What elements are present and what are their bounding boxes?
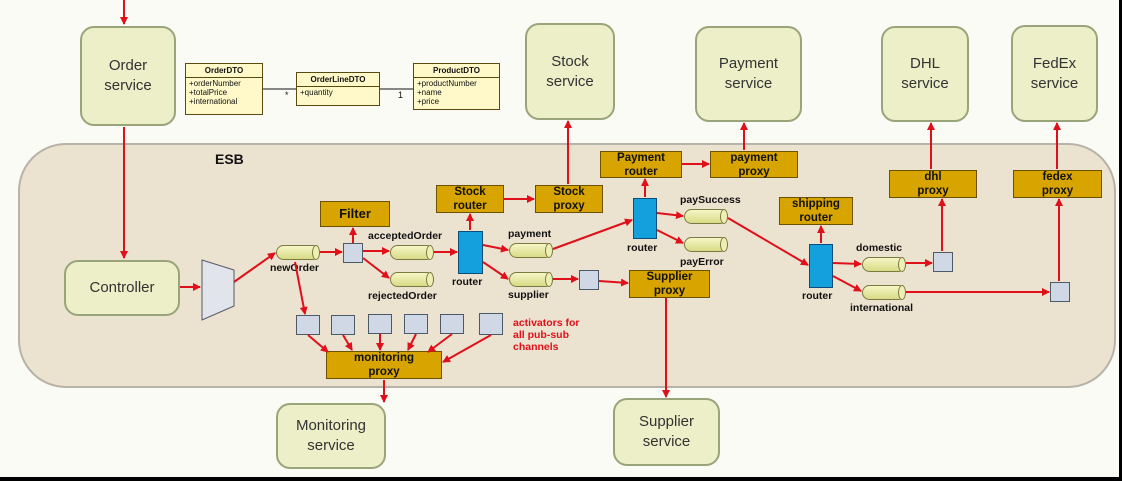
router-label: router xyxy=(627,242,658,254)
controller: Controller xyxy=(64,260,180,316)
order-service: Order service xyxy=(80,26,176,126)
international-label: international xyxy=(850,302,914,314)
supplier-proxy: Supplier proxy xyxy=(629,270,710,298)
order-dto-name: OrderDTO xyxy=(186,64,262,78)
order-dto-class: OrderDTO +orderNumber +totalPrice +inter… xyxy=(185,63,263,115)
monitor-activator xyxy=(368,314,392,334)
activators-note: activators for all pub-sub channels xyxy=(513,317,580,353)
rejectedOrder-channel xyxy=(390,272,434,287)
monitoring-service: Monitoring service xyxy=(276,403,386,469)
payment-label: payment xyxy=(508,228,552,240)
order-dto-attrs: +orderNumber +totalPrice +international xyxy=(189,79,241,106)
payError-label: payError xyxy=(680,256,724,268)
router-shipping xyxy=(809,244,833,288)
stock-service: Stock service xyxy=(525,23,615,120)
multiplicity-one: 1 xyxy=(398,90,404,100)
router-label: router xyxy=(802,290,833,302)
monitoring-proxy: monitoring proxy xyxy=(326,351,442,379)
payment-service: Payment service xyxy=(695,26,802,122)
supplier-activator xyxy=(579,270,599,290)
newOrder-channel xyxy=(276,245,320,260)
translator-shape xyxy=(201,259,235,321)
stock-proxy: Stock proxy xyxy=(535,185,603,213)
orderline-dto-class: OrderLineDTO +quantity xyxy=(296,72,380,106)
product-dto-attrs: +productNumber +name +price xyxy=(417,79,477,106)
supplier-service: Supplier service xyxy=(613,398,720,466)
payment-router: Payment router xyxy=(600,151,682,178)
shipping-router: shipping router xyxy=(779,197,853,225)
orderline-dto-name: OrderLineDTO xyxy=(297,73,379,87)
monitor-activator xyxy=(296,315,320,335)
monitor-activator xyxy=(440,314,464,334)
monitor-activator xyxy=(404,314,428,334)
monitor-activator xyxy=(479,313,503,335)
router-label: router xyxy=(452,276,483,288)
orderline-dto-attrs: +quantity xyxy=(300,88,333,97)
esb-label: ESB xyxy=(215,151,244,167)
newOrder-label: newOrder xyxy=(270,262,320,274)
acceptedOrder-label: acceptedOrder xyxy=(368,230,443,242)
fedex-proxy: fedex proxy xyxy=(1013,170,1102,198)
monitor-activator xyxy=(331,315,355,335)
router-payment xyxy=(633,198,657,239)
payment-proxy: payment proxy xyxy=(710,151,798,178)
product-dto-name: ProductDTO xyxy=(414,64,499,78)
filter-activator xyxy=(343,243,363,263)
paySuccess-label: paySuccess xyxy=(680,194,741,206)
payment-channel xyxy=(509,243,553,258)
product-dto-class: ProductDTO +productNumber +name +price xyxy=(413,63,500,110)
dhl-service: DHL service xyxy=(881,26,969,122)
fedex-service: FedEx service xyxy=(1011,25,1098,122)
paySuccess-channel xyxy=(684,209,728,224)
rejectedOrder-label: rejectedOrder xyxy=(368,290,437,302)
fedex-activator xyxy=(1050,282,1070,302)
international-channel xyxy=(862,285,906,300)
filter: Filter xyxy=(320,201,390,227)
stock-router: Stock router xyxy=(436,185,504,213)
domestic-channel xyxy=(862,257,906,272)
payError-channel xyxy=(684,237,728,252)
supplier-channel xyxy=(509,272,553,287)
router-stock xyxy=(458,231,483,274)
domestic-label: domestic xyxy=(856,242,903,254)
acceptedOrder-channel xyxy=(390,245,434,260)
supplier-label: supplier xyxy=(508,289,549,301)
multiplicity-many: * xyxy=(285,90,289,100)
dhl-proxy: dhl proxy xyxy=(889,170,977,198)
dhl-activator xyxy=(933,252,953,272)
